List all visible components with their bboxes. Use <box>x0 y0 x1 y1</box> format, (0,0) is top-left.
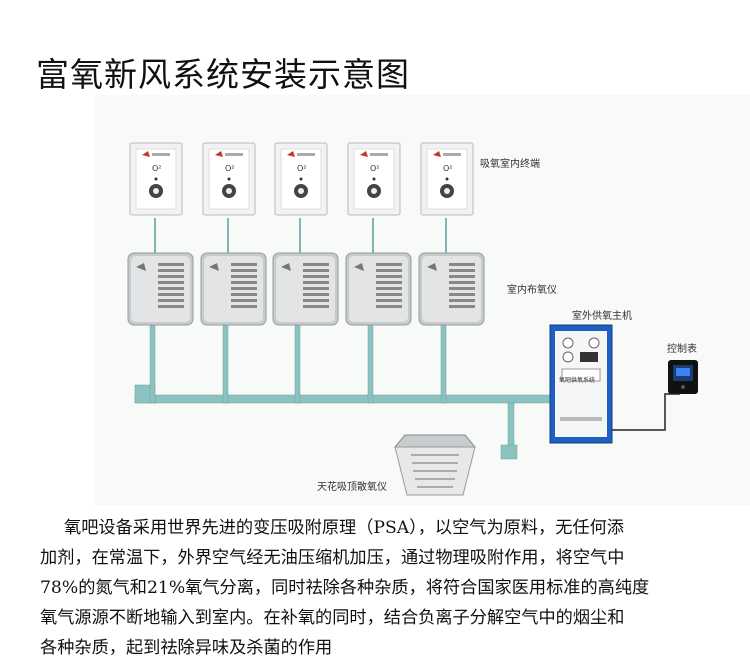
pipe-vertical-4 <box>367 322 374 404</box>
pipe-vertical-3 <box>294 322 301 404</box>
label-terminal: 吸氧室内终端 <box>480 159 540 170</box>
svg-text:O²: O² <box>370 164 380 173</box>
oxygen-terminal-5: O² <box>420 142 474 216</box>
control-panel <box>668 360 698 394</box>
ceiling-diffuser <box>393 434 477 496</box>
diagram-svg: O² O² O² <box>127 142 698 496</box>
control-wire <box>612 393 680 431</box>
oxygen-terminal-2: O² <box>202 142 256 216</box>
svg-text:O²: O² <box>297 164 307 173</box>
pipe-network <box>134 322 556 460</box>
paragraph-line-4: 氧气源源不断地输入到室内。在补氧的同时，结合负离子分解空气中的烟尘和 <box>40 608 625 628</box>
paragraph-line-5: 各种杂质，起到祛除异味及杀菌的作用 <box>40 638 333 658</box>
pipe-diffuser-elbow <box>500 444 518 460</box>
label-outdoor-host: 室外供氧主机 <box>572 311 632 322</box>
oxygen-terminal-3: O² <box>274 142 328 216</box>
oxygen-terminal-4: O² <box>347 142 401 216</box>
indoor-unit-5 <box>418 252 485 326</box>
label-ceiling-diffuser: 天花吸顶散氧仪 <box>317 482 387 493</box>
host-panel-text: 氧吧供氧系统 <box>559 377 596 384</box>
outdoor-oxygen-host <box>549 324 613 444</box>
description-paragraph: 氧吧设备采用世界先进的变压吸附原理（PSA），以空气为原料，无任何添 加剂，在常… <box>40 513 730 663</box>
paragraph-line-1: 氧吧设备采用世界先进的变压吸附原理（PSA），以空气为原料，无任何添 <box>64 518 624 538</box>
svg-text:O²: O² <box>152 164 162 173</box>
label-indoor-unit: 室内布氧仪 <box>507 285 557 296</box>
page-title: 富氧新风系统安装示意图 <box>36 55 410 94</box>
label-control-panel: 控制表 <box>667 344 697 355</box>
indoor-unit-3 <box>272 252 339 326</box>
terminal-lines <box>154 218 447 255</box>
indoor-unit-1 <box>127 252 194 326</box>
indoor-unit-2 <box>200 252 267 326</box>
paragraph-line-2: 加剂，在常温下，外界空气经无油压缩机加压，通过物理吸附作用，将空气中 <box>40 548 625 568</box>
oxygen-terminal-1: O² <box>129 142 183 216</box>
pipe-vertical-5 <box>440 322 447 404</box>
pipe-vertical-1 <box>149 322 156 404</box>
installation-diagram: O² O² O² <box>95 95 750 505</box>
main-pipe <box>134 394 556 404</box>
indoor-units <box>127 252 485 326</box>
indoor-unit-4 <box>345 252 412 326</box>
paragraph-line-3: 78%的氮气和21%氧气分离，同时祛除各种杂质，将符合国家医用标准的高纯度 <box>40 578 650 598</box>
terminals: O² O² O² <box>129 142 474 216</box>
pipe-vertical-2 <box>222 322 229 404</box>
svg-text:O²: O² <box>225 164 235 173</box>
svg-text:O²: O² <box>443 164 453 173</box>
